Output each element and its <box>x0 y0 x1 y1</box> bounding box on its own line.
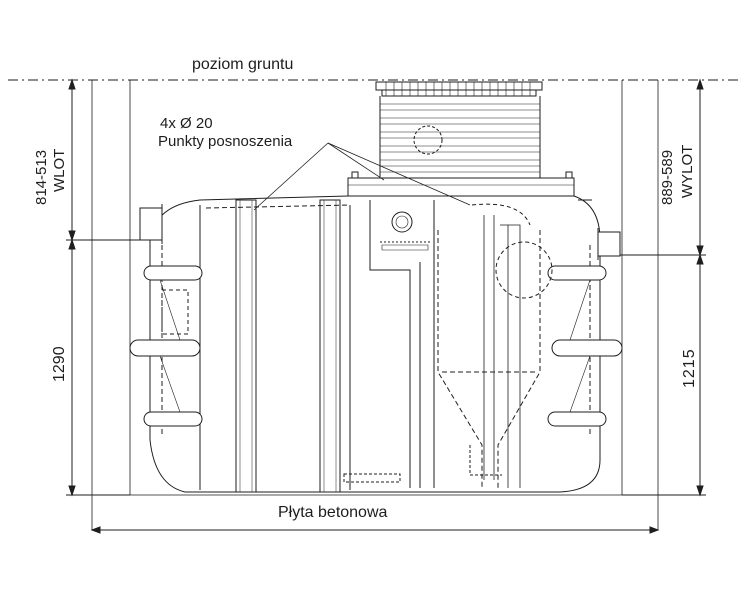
separator-cone <box>437 203 553 488</box>
height-right-label: 1215 <box>681 348 698 388</box>
outlet-range-label: 889-589 <box>659 149 676 205</box>
left-lugs <box>129 265 203 427</box>
excavation-outline <box>91 80 659 530</box>
left-dimensions <box>66 78 160 497</box>
lifting-points-leaders <box>253 142 471 211</box>
outlet-label: WYLOT <box>679 144 696 198</box>
right-lugs <box>547 265 623 427</box>
inner-chamber <box>369 200 435 488</box>
inlet-label: WLOT <box>51 148 68 192</box>
ribbed-shaft <box>379 96 541 178</box>
bottom-pipe <box>343 473 401 483</box>
ground-level-label: poziom gruntu <box>192 56 294 73</box>
inlet-range-label: 814-513 <box>33 149 50 205</box>
shaft-flange <box>347 171 575 197</box>
tank-body <box>149 195 601 493</box>
inlet-pipe <box>139 204 163 244</box>
diameter-value: Ø 20 <box>180 115 213 132</box>
outlet-pipe <box>578 199 621 260</box>
lifting-points-label: Punkty posnoszenia <box>158 133 293 150</box>
lifting-points-count-text: 4x <box>160 115 176 132</box>
lifting-points-count: 4x Ø 20 <box>160 116 213 131</box>
tank-ribs <box>199 199 351 493</box>
manhole-cover <box>375 81 543 97</box>
right-dimensions <box>600 78 706 497</box>
slab-dimension <box>90 526 660 534</box>
height-left-label: 1290 <box>51 346 68 382</box>
slab-label: Płyta betonowa <box>278 504 388 521</box>
